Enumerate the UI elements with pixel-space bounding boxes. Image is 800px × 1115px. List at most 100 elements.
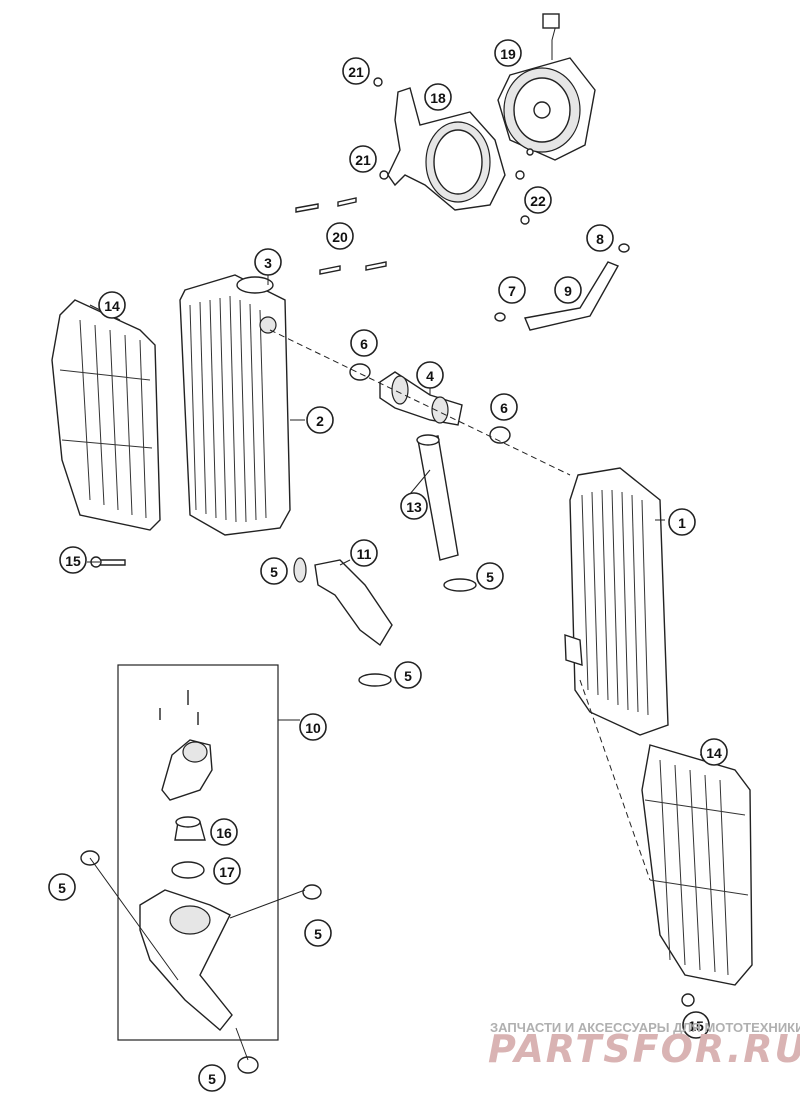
left-radiator	[179, 274, 291, 536]
callout-14: 14	[700, 738, 728, 766]
callout-19: 19	[494, 39, 522, 67]
callout-18: 18	[424, 83, 452, 111]
callout-circle	[400, 492, 428, 520]
callout-circle	[494, 39, 522, 67]
callout-8: 8	[586, 224, 614, 252]
callout-6: 6	[350, 329, 378, 357]
callout-label: 5	[314, 926, 322, 942]
callout-circle	[668, 508, 696, 536]
watermark: ЗАПЧАСТИ И АКСЕССУАРЫ ДЛЯ МОТОТЕХНИКИ PA…	[488, 1020, 800, 1071]
callout-22: 22	[524, 186, 552, 214]
callout-16: 16	[210, 818, 238, 846]
callout-label: 21	[355, 152, 371, 168]
callout-7: 7	[498, 276, 526, 304]
callout-label: 4	[426, 368, 434, 384]
callout-label: 5	[270, 564, 278, 580]
hose-clamps	[349, 243, 630, 444]
callout-5: 5	[476, 562, 504, 590]
callout-9: 9	[554, 276, 582, 304]
radiator-fan	[497, 13, 596, 161]
callout-4: 4	[416, 361, 444, 389]
right-radiator-guard	[641, 744, 753, 1007]
callout-circle	[198, 1064, 226, 1092]
callout-label: 5	[486, 569, 494, 585]
callout-circle	[59, 546, 87, 574]
callout-15: 15	[59, 546, 87, 574]
callout-label: 9	[564, 283, 572, 299]
callout-circle	[342, 57, 370, 85]
callout-circle	[524, 186, 552, 214]
callout-label: 5	[58, 880, 66, 896]
callout-5: 5	[198, 1064, 226, 1092]
callout-circle	[213, 857, 241, 885]
callout-circle	[476, 562, 504, 590]
callout-label: 19	[500, 46, 516, 62]
callout-label: 16	[216, 825, 232, 841]
callout-5: 5	[48, 873, 76, 901]
callout-label: 13	[406, 499, 422, 515]
straight-hose	[416, 434, 459, 561]
callout-20: 20	[326, 222, 354, 250]
callout-5: 5	[260, 557, 288, 585]
callout-circle	[326, 222, 354, 250]
callout-label: 1	[678, 515, 686, 531]
callout-2: 2	[306, 406, 334, 434]
callout-label: 6	[360, 336, 368, 352]
watermark-tagline: ЗАПЧАСТИ И АКСЕССУАРЫ ДЛЯ МОТОТЕХНИКИ	[490, 1020, 800, 1035]
callout-circle	[682, 1011, 710, 1039]
callout-label: 2	[316, 413, 324, 429]
callout-circle	[498, 276, 526, 304]
leader-lines	[87, 275, 713, 1061]
callout-6: 6	[490, 393, 518, 421]
callout-14: 14	[98, 291, 126, 319]
callout-label: 18	[430, 90, 446, 106]
callout-5: 5	[394, 661, 422, 689]
callout-label: 8	[596, 231, 604, 247]
callout-circle	[490, 393, 518, 421]
callout-label: 21	[348, 64, 364, 80]
callout-label: 20	[332, 229, 348, 245]
callout-circle	[349, 145, 377, 173]
callout-11: 11	[350, 539, 378, 567]
callout-circle	[48, 873, 76, 901]
callout-label: 6	[500, 400, 508, 416]
callout-13: 13	[400, 492, 428, 520]
watermark-logo: PARTSFOR.RU	[488, 1027, 800, 1071]
callout-circle	[350, 329, 378, 357]
callout-label: 17	[219, 864, 235, 880]
callout-label: 7	[508, 283, 516, 299]
callout-circle	[554, 276, 582, 304]
callout-label: 3	[264, 255, 272, 271]
callout-circle	[416, 361, 444, 389]
callout-label: 14	[706, 745, 722, 761]
callout-circle	[98, 291, 126, 319]
bolt-left	[90, 556, 126, 568]
callout-label: 15	[688, 1018, 704, 1034]
callout-circle	[394, 661, 422, 689]
right-radiator	[564, 467, 669, 736]
callout-17: 17	[213, 857, 241, 885]
callout-circle	[260, 557, 288, 585]
callout-5: 5	[304, 919, 332, 947]
callout-label: 5	[208, 1071, 216, 1087]
callout-1: 1	[668, 508, 696, 536]
callout-label: 5	[404, 668, 412, 684]
callout-3: 3	[254, 248, 282, 276]
callout-21: 21	[342, 57, 370, 85]
callout-circle	[254, 248, 282, 276]
screws	[295, 77, 534, 275]
thermostat-kit-box	[80, 664, 322, 1074]
hose-connector	[379, 371, 463, 426]
callout-circle	[306, 406, 334, 434]
callout-circle	[210, 818, 238, 846]
curved-hose	[293, 557, 477, 687]
callout-circle	[299, 713, 327, 741]
callout-label: 11	[357, 546, 372, 562]
callout-circle	[700, 738, 728, 766]
callout-21: 21	[349, 145, 377, 173]
callout-circle	[304, 919, 332, 947]
callout-circle	[350, 539, 378, 567]
callout-label: 22	[530, 193, 546, 209]
left-radiator-guard	[51, 299, 161, 531]
